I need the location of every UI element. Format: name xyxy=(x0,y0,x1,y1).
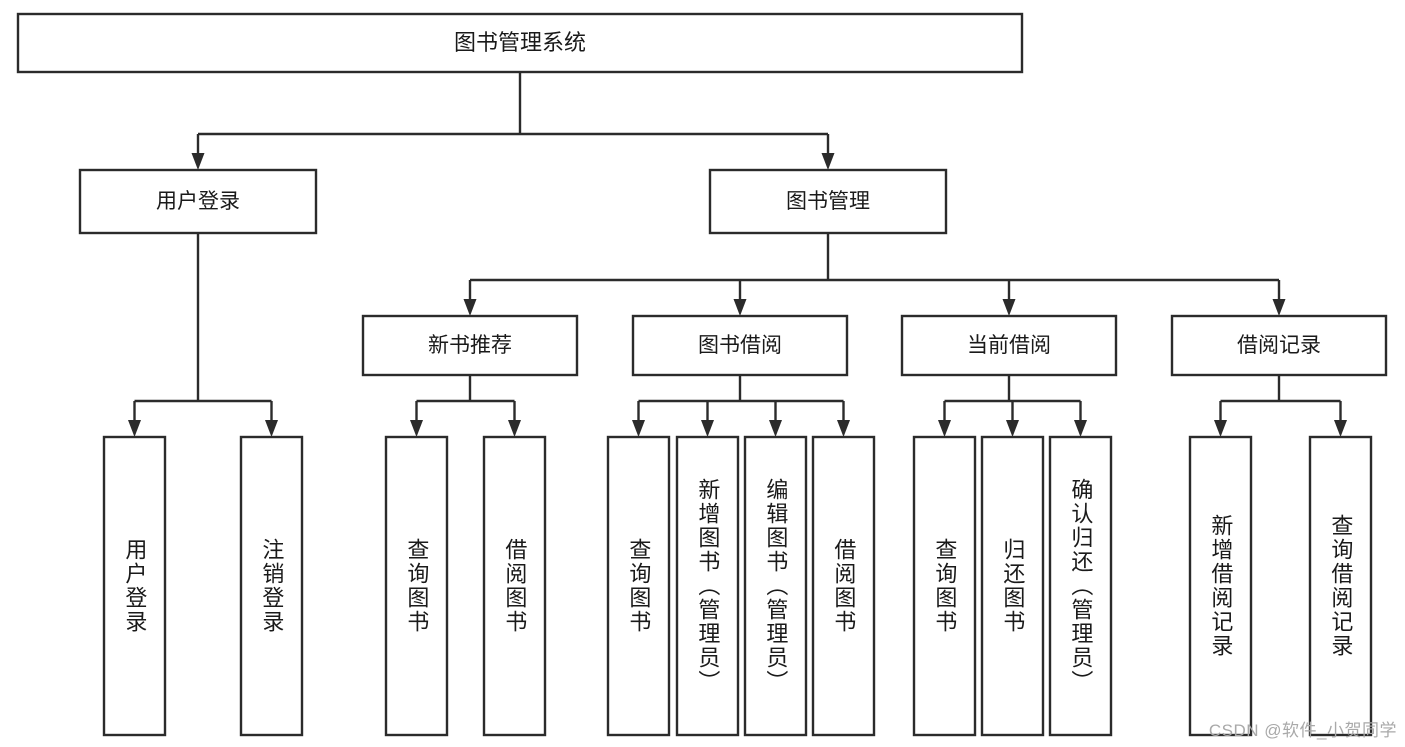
node-label-borrow-record: 借阅记录 xyxy=(1237,334,1321,357)
watermark: CSDN @软件_小贺同学 xyxy=(1208,721,1397,740)
node-box-leaf-query-record[interactable] xyxy=(1308,435,1373,737)
node-box-root[interactable] xyxy=(16,12,1024,74)
node-box-leaf-borrow-book-1[interactable] xyxy=(482,435,547,737)
node-box-leaf-query-book-2[interactable] xyxy=(606,435,671,737)
node-box-leaf-edit-book[interactable] xyxy=(743,435,808,737)
node-box-layer xyxy=(16,12,1388,737)
node-box-leaf-add-book[interactable] xyxy=(675,435,740,737)
node-box-leaf-query-book-1[interactable] xyxy=(384,435,449,737)
node-box-leaf-logout[interactable] xyxy=(239,435,304,737)
node-label-root: 图书管理系统 xyxy=(454,30,586,55)
node-box-borrow-record[interactable] xyxy=(1170,314,1388,377)
node-box-book-manage[interactable] xyxy=(708,168,948,235)
node-label-user-login: 用户登录 xyxy=(156,190,240,213)
node-label-book-manage: 图书管理 xyxy=(786,190,870,213)
node-label-current-borrow: 当前借阅 xyxy=(967,334,1051,357)
node-box-new-book-recommend[interactable] xyxy=(361,314,579,377)
node-label-new-book-recommend: 新书推荐 xyxy=(428,334,512,357)
node-box-leaf-user-login[interactable] xyxy=(102,435,167,737)
node-box-user-login[interactable] xyxy=(78,168,318,235)
node-box-leaf-confirm-return[interactable] xyxy=(1048,435,1113,737)
node-box-leaf-return-book[interactable] xyxy=(980,435,1045,737)
node-box-leaf-query-book-3[interactable] xyxy=(912,435,977,737)
node-label-book-borrow: 图书借阅 xyxy=(698,334,782,357)
connector-layer xyxy=(128,72,1347,437)
node-box-book-borrow[interactable] xyxy=(631,314,849,377)
node-box-leaf-add-record[interactable] xyxy=(1188,435,1253,737)
node-box-current-borrow[interactable] xyxy=(900,314,1118,377)
node-box-leaf-borrow-book-2[interactable] xyxy=(811,435,876,737)
